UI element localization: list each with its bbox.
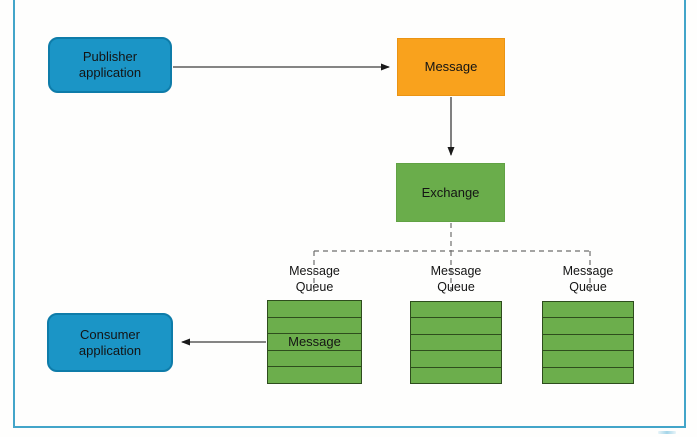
queue-row-message: Message [268,334,361,351]
consumer-application-node: Consumer application [47,313,173,372]
queue-row [543,302,633,319]
queue-row [543,368,633,383]
message-node: Message [397,38,505,96]
queue-row [543,351,633,368]
queue-row [268,318,361,335]
publisher-application-node: Publisher application [48,37,172,93]
exchange-node-label: Exchange [421,184,480,200]
queue-row [411,302,501,319]
message-queue-3-label: Message Queue [562,264,614,294]
message-node-label: Message [424,59,478,74]
bottom-right-smudge-decoration [658,431,676,434]
queued-message-label: Message [288,334,341,350]
queue-row [543,318,633,335]
queue-row [411,351,501,368]
queue-row [411,368,501,383]
queue-row [268,367,361,383]
message-queue-1: Message [267,300,362,384]
queue-row [268,351,361,368]
queue-row [411,318,501,335]
consumer-application-label: Consumer application [78,326,142,358]
message-queue-2-label: Message Queue [430,264,482,294]
exchange-node: Exchange [396,163,505,222]
queue-row [543,335,633,352]
message-queue-3 [542,301,634,384]
queue-row [411,335,501,352]
message-queue-1-label: Message Queue [289,264,340,294]
slide-border-frame [13,0,686,428]
message-queue-2 [410,301,502,384]
queue-row [268,301,361,318]
publisher-application-label: Publisher application [78,49,142,80]
